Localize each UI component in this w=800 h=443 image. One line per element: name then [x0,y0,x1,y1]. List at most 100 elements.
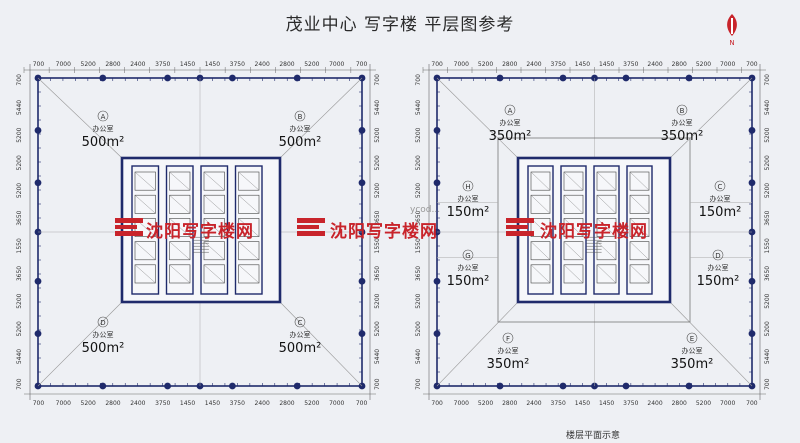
dim-label-bottom: 3750 [155,400,170,407]
dim-label-right: 5200 [764,293,771,308]
core-shaft [560,165,587,295]
dim-label-left: 700 [415,378,422,390]
elevator-car [596,218,617,237]
column [433,330,441,338]
elevator-car [203,264,225,284]
office-area: 350m² [671,357,714,372]
column [622,74,630,82]
core-shaft [234,165,263,295]
north-label: N [729,39,734,46]
office-name: 办公室 [682,346,703,355]
column [34,277,42,285]
office-name: 办公室 [458,194,479,203]
dim-label-bottom: 5200 [478,400,493,407]
dim-label-bottom: 1450 [599,400,614,407]
dim-label-top: 1450 [180,61,195,68]
elevator-cross [596,195,617,214]
office-name: 办公室 [498,346,519,355]
column [293,74,301,82]
dim-label-top: 5200 [478,61,493,68]
elevator-car [238,264,260,284]
dim-label-left: 700 [16,378,23,390]
dim-label-top: 5200 [696,61,711,68]
dim-label-top: 7000 [329,61,344,68]
office-letter-circle [676,104,688,116]
dim-label-right: 5200 [764,183,771,198]
office-letter: A [101,113,106,121]
dim-label-left: 5200 [16,293,23,308]
office-letter-circle [97,316,109,328]
dim-label-top: 700 [356,61,368,68]
elevator-car [596,171,617,191]
dim-label-top: 700 [746,61,758,68]
elevator-cross [563,171,584,191]
column [748,330,756,338]
elevator-cross [530,264,551,284]
dim-label-top: 2800 [672,61,687,68]
dim-label-top: 2400 [647,61,662,68]
elevator-car [134,171,156,191]
watermark-logo-icon [297,218,325,236]
dim-label-top: 2400 [130,61,145,68]
dim-label-top: 700 [431,61,443,68]
dim-label-bottom: 2400 [526,400,541,407]
column [34,330,42,338]
column [229,382,236,390]
dim-label-left: 1550 [415,238,422,253]
elevator-cross [596,241,617,260]
dim-label-top: 7000 [56,61,71,68]
dim-label-right: 5200 [764,321,771,336]
column [358,330,366,338]
dim-label-right: 700 [374,74,381,86]
elevator-cross [596,264,617,284]
dim-label-bottom: 3750 [623,400,638,407]
elevator-cross [563,218,584,237]
elevator-car [530,194,551,214]
office-area: 150m² [447,274,490,289]
office-letter-circle [462,249,474,261]
office-name: 办公室 [290,330,311,339]
column [559,74,567,82]
dim-label-bottom: 700 [746,400,758,407]
partition [279,77,363,159]
dim-label-left: 5440 [16,349,23,364]
dim-label-right: 700 [764,74,771,86]
office-letter: C [718,183,723,191]
office-area: 350m² [661,129,704,144]
elevator-car [169,194,191,214]
elevator-cross [238,171,260,191]
elevator-cross [530,218,551,237]
dim-label-bottom: 2800 [105,400,120,407]
dim-label-top: 7000 [454,61,469,68]
elevator-cross [134,195,156,214]
watermark-text: 沈阳写字楼网 [146,222,254,242]
column [685,74,693,82]
elevator-car [134,264,156,284]
dim-label-left: 5200 [16,127,23,142]
dim-label-bottom: 2400 [130,400,145,407]
watermark-logo-icon [115,218,143,236]
elevator-cross [203,241,225,260]
office-name: 办公室 [93,124,114,133]
office-name: 办公室 [672,118,693,127]
office-letter-circle [686,332,698,344]
dim-label-bottom: 2400 [255,400,270,407]
watermark-url: ycod... [410,205,441,215]
elevator-cross [203,218,225,237]
dim-label-left: 5200 [415,127,422,142]
office-ring-wall [497,137,691,323]
dim-label-bottom: 2800 [502,400,517,407]
elevator-car [629,264,650,284]
watermark-text: 沈阳写字楼网 [330,222,438,242]
office-area: 150m² [447,205,490,220]
elevator-car [238,194,260,214]
office-letter-circle [714,180,726,192]
elevator-cross [629,264,650,284]
elevator-cross [169,218,191,237]
dim-label-left: 1550 [16,238,23,253]
dim-label-top: 5200 [81,61,96,68]
office-area: 150m² [699,205,742,220]
column [229,74,236,82]
